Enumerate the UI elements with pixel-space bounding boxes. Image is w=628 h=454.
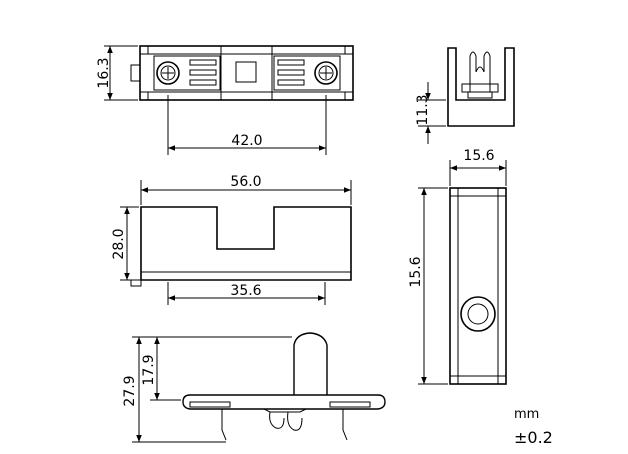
dim-boss-height: 17.9 (141, 354, 157, 385)
side-view-top-body (447, 47, 515, 127)
right-clip (273, 55, 341, 91)
dim-side-width: 15.6 (463, 148, 494, 164)
dim-side-top-height: 11.3 (415, 94, 431, 125)
side-view (418, 160, 507, 385)
front-view-body (140, 206, 352, 281)
dim-pitch: 42.0 (231, 133, 262, 149)
side-view-top (418, 47, 515, 144)
left-screw (156, 61, 180, 85)
tolerance-label: ±0.2 (514, 428, 553, 447)
dim-side-height: 15.6 (408, 256, 424, 287)
top-view-tab (130, 64, 141, 82)
top-view (104, 45, 354, 155)
bottom-view-boss (293, 332, 328, 401)
dim-front-height: 28.0 (111, 228, 127, 259)
dim-front-width: 56.0 (230, 174, 261, 190)
dim-bottom-total: 27.9 (122, 375, 138, 406)
dim-top-height: 16.3 (96, 57, 112, 88)
side-view-body (449, 187, 507, 385)
bottom-view-plate (182, 394, 386, 410)
bottom-view (132, 332, 386, 443)
side-view-hole-inner (467, 303, 489, 325)
side-view-clip-base (461, 83, 499, 93)
side-view-hole-outer (460, 296, 496, 332)
unit-label: mm (514, 407, 539, 422)
right-screw (314, 61, 338, 85)
left-clip (153, 55, 221, 91)
dim-base: 35.6 (230, 283, 261, 299)
front-view (120, 180, 352, 305)
top-view-center-hole (235, 61, 257, 83)
